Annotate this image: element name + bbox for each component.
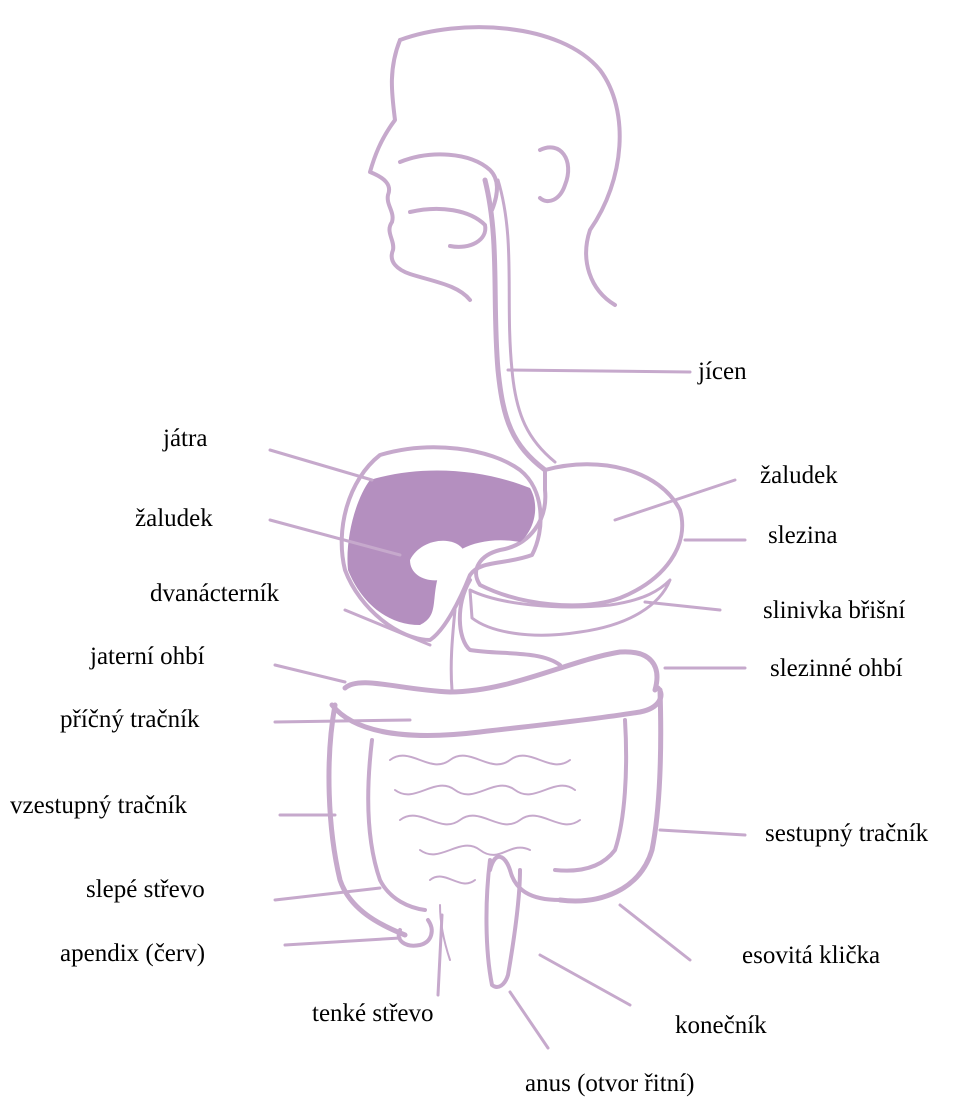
leader-jatra: [270, 450, 372, 480]
mouth-cavity: [410, 209, 485, 247]
label-konecnik: konečník: [675, 1012, 767, 1040]
label-jatra: játra: [163, 425, 207, 453]
face-profile: [370, 40, 470, 300]
label-vzestupny: vzestupný tračník: [10, 792, 187, 820]
sigmoid-colon: [490, 857, 560, 900]
leader-tenke: [438, 915, 442, 995]
leader-anus: [510, 992, 548, 1048]
label-slinivka: slinivka břišní: [763, 597, 905, 625]
bile-duct: [451, 610, 455, 690]
transverse-colon-bottom: [332, 688, 661, 735]
leader-sestupny: [660, 830, 745, 835]
label-slepe: slepé střevo: [86, 876, 205, 904]
label-sestupny: sestupný tračník: [765, 820, 928, 848]
leader-apendix: [285, 938, 400, 945]
leader-zaludek-right: [615, 480, 735, 520]
label-zaludek-right: žaludek: [760, 462, 838, 490]
esophagus: [485, 180, 545, 470]
leader-esovita: [620, 905, 690, 960]
label-apendix: apendix (červ): [60, 940, 205, 968]
label-jaterni-ohbi: jaterní ohbí: [90, 643, 205, 671]
leader-jaterni-ohbi: [275, 665, 345, 682]
ascending-colon-inner: [368, 740, 425, 910]
leader-jicen: [508, 370, 690, 372]
ear: [540, 147, 568, 201]
label-tenke: tenké střevo: [312, 1000, 433, 1028]
label-jicen: jícen: [698, 358, 747, 386]
leader-konecnik: [540, 955, 630, 1005]
leader-pricny: [275, 720, 410, 722]
label-dvanacternik: dvanácterník: [150, 580, 279, 608]
label-anus: anus (otvor řitní): [525, 1070, 694, 1098]
leader-slinivka: [645, 602, 720, 610]
label-zaludek-left: žaludek: [135, 505, 213, 533]
label-esovita: esovitá klička: [742, 942, 880, 970]
label-slezina: slezina: [768, 522, 837, 550]
nasal-cavity: [400, 154, 497, 210]
descending-colon-inner: [555, 720, 626, 871]
label-pricny: příčný tračník: [60, 706, 200, 734]
leader-slepe: [275, 888, 380, 900]
transverse-colon-top: [345, 652, 657, 692]
label-slezinne-ohbi: slezinné ohbí: [770, 655, 903, 683]
